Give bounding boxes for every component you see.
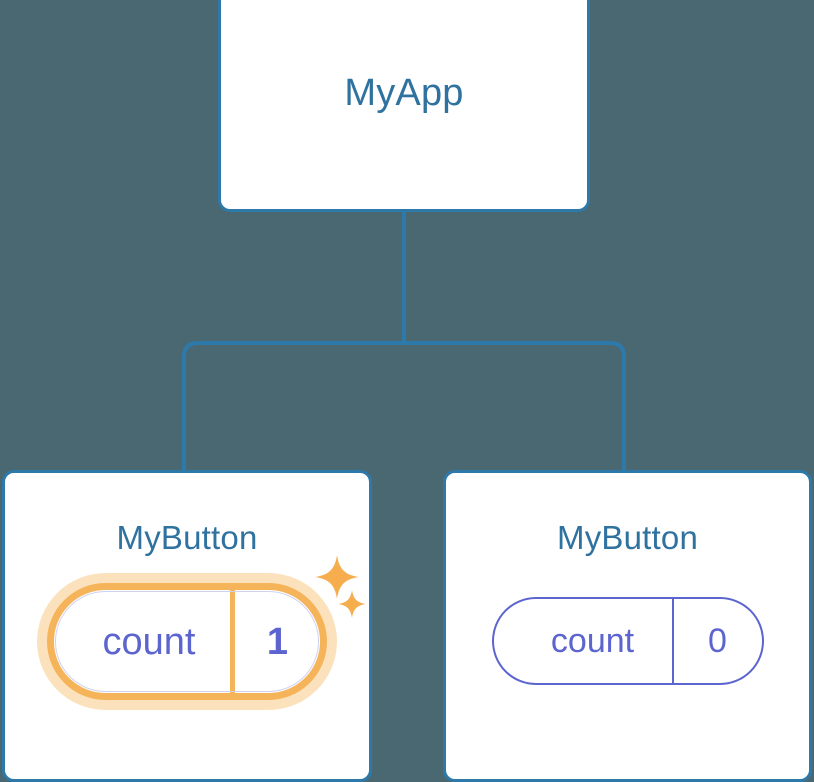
node-mybutton-right[interactable]: MyButton count 0 xyxy=(443,470,812,782)
node-mybutton-right-title: MyButton xyxy=(557,519,698,556)
state-pill-left-key: count xyxy=(102,620,196,663)
tree-connectors xyxy=(182,211,626,470)
node-mybutton-left[interactable]: MyButton count 1 xyxy=(2,470,372,782)
connector-branch-bar xyxy=(182,341,626,470)
state-pill-right-value: 0 xyxy=(671,599,762,683)
sparkle-icon-small xyxy=(338,590,366,618)
state-pill-left[interactable]: count 1 xyxy=(47,583,327,700)
sparkle-icon-large xyxy=(315,555,359,599)
state-pill-left-glow: count 1 xyxy=(37,573,337,710)
state-pill-right-key: count xyxy=(550,622,635,660)
state-pill-left-value: 1 xyxy=(230,590,320,693)
node-myapp-title: MyApp xyxy=(344,72,464,114)
state-pill-left-wrap: count 1 xyxy=(5,573,369,710)
node-myapp[interactable]: MyApp xyxy=(218,0,590,212)
state-pill-right[interactable]: count 0 xyxy=(491,597,764,685)
node-mybutton-left-title: MyButton xyxy=(116,519,258,556)
state-pill-right-wrap: count 0 xyxy=(446,597,809,685)
